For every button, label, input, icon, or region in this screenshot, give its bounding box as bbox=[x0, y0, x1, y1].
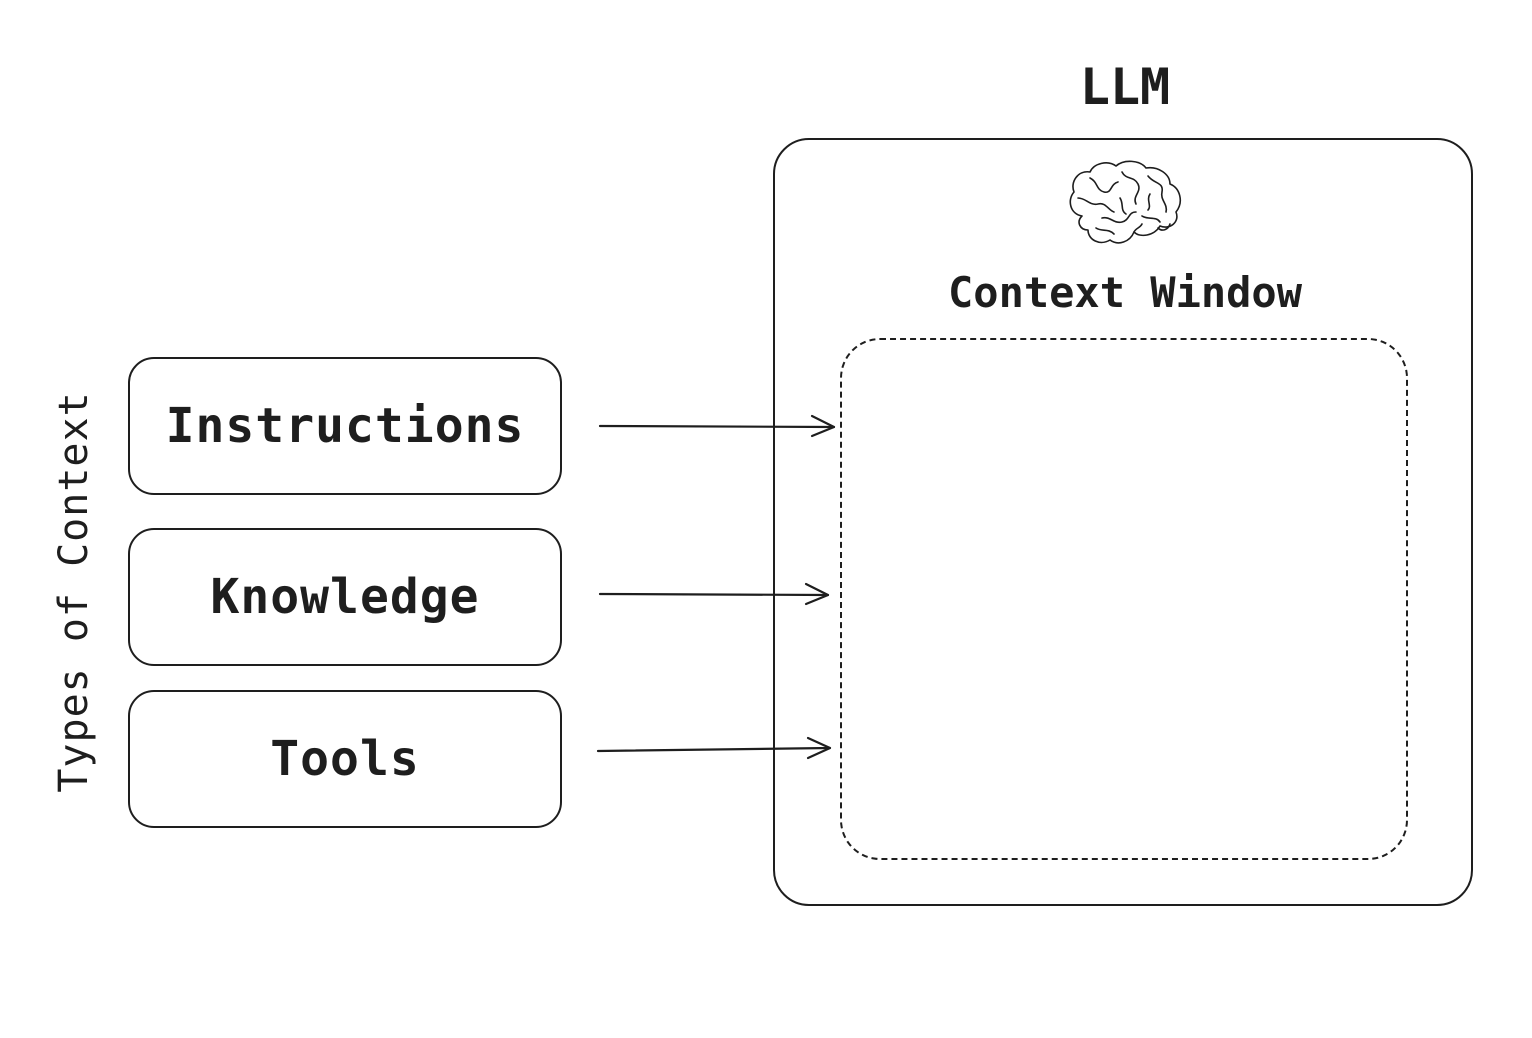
tools-box: Tools bbox=[128, 690, 562, 828]
context-window bbox=[840, 338, 1408, 860]
types-of-context-label: Types of Context bbox=[51, 391, 97, 793]
tools-label: Tools bbox=[270, 731, 420, 787]
instructions-box: Instructions bbox=[128, 357, 562, 495]
context-window-label: Context Window bbox=[947, 268, 1303, 317]
knowledge-box: Knowledge bbox=[128, 528, 562, 666]
brain-icon bbox=[1069, 160, 1182, 244]
llm-title: LLM bbox=[1079, 58, 1171, 116]
llm-box bbox=[773, 138, 1473, 906]
instructions-label: Instructions bbox=[165, 398, 525, 454]
knowledge-label: Knowledge bbox=[210, 569, 480, 625]
